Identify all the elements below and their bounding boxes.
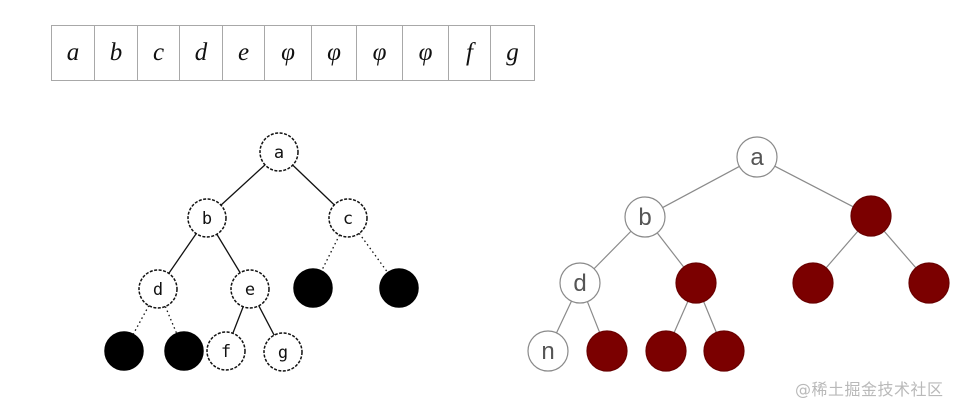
tree-edge — [825, 230, 859, 269]
filled-node — [703, 330, 745, 372]
filled-node — [379, 268, 419, 308]
tree-edge — [320, 234, 341, 272]
tree-edge — [774, 165, 854, 208]
array-cell: c — [138, 26, 180, 80]
tree-edge — [703, 301, 717, 333]
filled-node — [293, 268, 333, 308]
node-label: d — [153, 280, 163, 300]
array-cell: φ — [265, 26, 312, 80]
tree-node-a — [736, 136, 778, 178]
tree-edge — [132, 305, 150, 335]
filled-node — [645, 330, 687, 372]
tree-node-d — [559, 262, 601, 304]
array-cell: f — [449, 26, 491, 80]
node-label: d — [573, 270, 586, 297]
tree-edge — [358, 232, 389, 274]
node-label: b — [202, 209, 212, 229]
array-cell: b — [95, 26, 138, 80]
filled-node — [675, 262, 717, 304]
tree-edge — [220, 164, 266, 206]
node-label: a — [750, 144, 764, 171]
array-cell: d — [180, 26, 223, 80]
filled-node — [104, 331, 144, 371]
tree-edge — [673, 301, 689, 333]
tree-edge — [168, 233, 197, 274]
watermark: @稀土掘金技术社区 — [795, 380, 944, 399]
array-cell: φ — [312, 26, 357, 80]
tree-node-e — [230, 269, 270, 309]
tree-edge — [258, 305, 275, 336]
tree-edge — [555, 300, 573, 334]
filled-node — [792, 262, 834, 304]
array-cell: φ — [403, 26, 449, 80]
tree-node-c — [328, 198, 368, 238]
node-label: a — [274, 143, 284, 163]
tree-node-g — [263, 332, 303, 372]
left-tree: a b c d e f g — [104, 132, 419, 372]
right-tree: a b d n — [527, 136, 950, 372]
tree-edge — [216, 233, 241, 274]
node-label: n — [541, 338, 554, 365]
tree-edge — [662, 165, 740, 209]
array-cell: φ — [357, 26, 403, 80]
tree-edge — [586, 301, 601, 333]
tree-edge — [593, 230, 632, 270]
tree-edge — [164, 306, 178, 334]
filled-node — [908, 262, 950, 304]
node-label: c — [343, 209, 353, 229]
tree-node-a — [259, 132, 299, 172]
node-label: f — [221, 342, 231, 362]
tree-edge — [292, 164, 335, 206]
array-cell: e — [223, 26, 265, 80]
filled-node — [164, 331, 204, 371]
filled-node — [850, 195, 892, 237]
tree-node-n — [527, 330, 569, 372]
node-label: e — [245, 280, 255, 300]
tree-node-b — [187, 198, 227, 238]
array-cell: a — [52, 26, 95, 80]
tree-node-b — [624, 196, 666, 238]
filled-node — [586, 330, 628, 372]
tree-edge — [656, 232, 685, 268]
tree-edge — [883, 230, 917, 269]
tree-node-d — [138, 269, 178, 309]
node-label: g — [278, 343, 288, 363]
array-cell: g — [506, 39, 519, 66]
tree-node-f — [206, 331, 246, 371]
tree-edge — [232, 306, 244, 334]
node-label: b — [638, 204, 651, 231]
